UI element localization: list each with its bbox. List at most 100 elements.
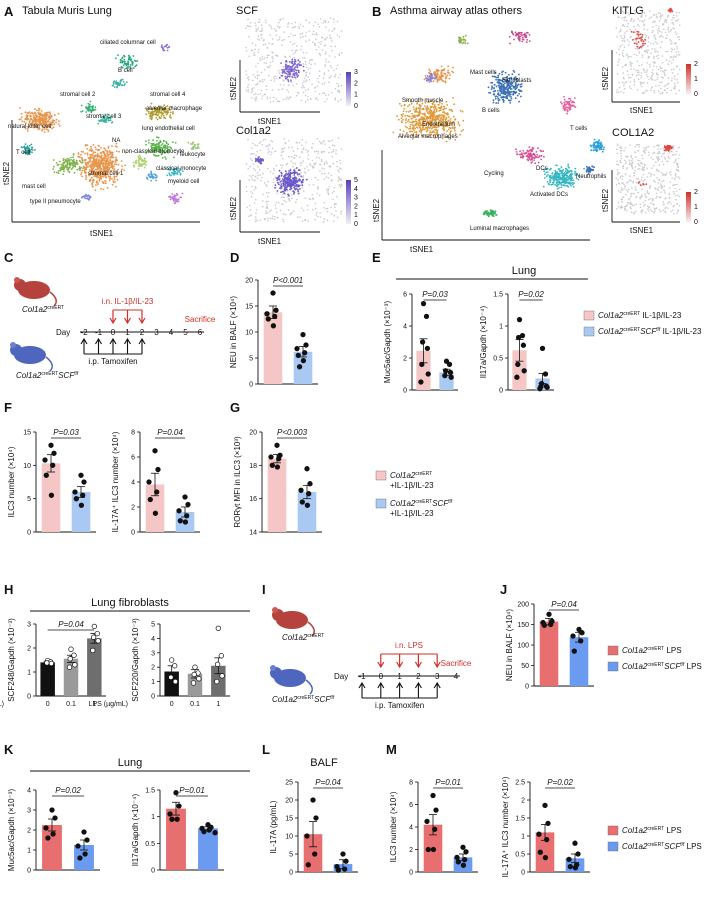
tsne-a-point — [49, 121, 51, 123]
col1a2-point — [284, 184, 287, 187]
col1a2-point — [262, 193, 264, 196]
tsne-a-point — [85, 106, 88, 109]
col1a2-point — [281, 151, 283, 153]
tsne-a-point — [174, 202, 177, 205]
tsne-b-point — [554, 169, 557, 172]
kitlg-point — [623, 87, 626, 90]
tsne-b-point — [457, 123, 460, 125]
tsne-b-point — [408, 121, 411, 123]
tsne-a-point — [63, 166, 66, 168]
tsne-a-point — [148, 173, 150, 176]
tsne-b-point — [572, 186, 575, 188]
col1a2-point — [326, 207, 329, 210]
kitlg-point — [677, 18, 679, 21]
kitlg-point — [643, 81, 645, 84]
col1a2-point — [271, 147, 274, 150]
kitlg-point — [672, 16, 674, 19]
tsne-a-point — [91, 107, 94, 109]
kitlg-point — [624, 64, 626, 66]
tsne-a-point — [29, 114, 32, 117]
col1a2-point — [323, 163, 326, 166]
scf-point — [283, 55, 286, 58]
col1a2h-point — [626, 209, 628, 212]
scf-point — [265, 62, 268, 65]
col1a2-point — [298, 173, 301, 176]
scf-point — [266, 98, 269, 100]
scf-point — [308, 78, 311, 81]
tsne-a-point — [92, 108, 95, 111]
tsne-b-point — [563, 172, 566, 174]
tsne-b-point — [558, 168, 561, 170]
kitlg-point — [655, 13, 657, 16]
tsne-a-point — [156, 118, 159, 121]
tsne-a-point — [83, 169, 86, 171]
col1a2-point — [260, 162, 263, 165]
tsne-a-point — [152, 113, 155, 115]
tsne-a-point — [87, 194, 90, 197]
tsne-b-point — [438, 116, 441, 118]
col1a2-point — [285, 176, 288, 179]
tsne-b-point — [433, 119, 435, 121]
tsne-a-point — [79, 169, 81, 172]
scf-point — [305, 72, 307, 74]
kitlg-point — [629, 61, 631, 63]
tsne-a-point — [40, 117, 43, 120]
kitlg-point — [668, 30, 670, 33]
tsne-b-point — [436, 129, 439, 132]
tsne-b-cluster-label: Neutrophils — [576, 174, 606, 180]
tsne-a-point — [104, 168, 106, 171]
tsne-a-ylabel: tSNE2 — [2, 161, 11, 185]
kitlg-point — [629, 81, 632, 83]
tsne-b-point — [550, 183, 553, 186]
tsne-b-point — [508, 73, 510, 76]
col1a2-point — [323, 202, 326, 204]
scf-point — [335, 67, 338, 70]
col1a2-point — [314, 218, 316, 221]
col1a2-point — [295, 155, 298, 157]
scf-point — [270, 79, 273, 81]
tsne-a-point — [37, 109, 40, 112]
kitlg-point — [649, 65, 651, 68]
tsne-a-point — [127, 54, 130, 57]
tsne-b-point — [413, 108, 415, 111]
col1a2-point — [288, 200, 291, 202]
scf-point — [304, 60, 307, 63]
tsne-b-point — [511, 84, 514, 87]
kitlg-point — [668, 60, 671, 62]
scf-point — [333, 21, 335, 24]
tsne-b-point — [424, 77, 427, 80]
tsne-b-point — [549, 177, 552, 179]
scf-point — [287, 73, 289, 76]
tsne-b-point — [442, 114, 445, 117]
col1a2-point — [252, 142, 254, 145]
scf-point — [321, 83, 324, 85]
kitlg-point — [615, 27, 618, 29]
kitlg-point — [650, 89, 652, 91]
tsne-b-point — [566, 100, 569, 103]
tsne-a-point — [53, 114, 56, 116]
col1a2-point — [316, 192, 319, 195]
tsne-a-point — [97, 122, 100, 125]
col1a2-point — [282, 218, 284, 221]
tsne-b-point — [397, 118, 400, 121]
col1a2-point — [268, 143, 271, 146]
tsne-a-point — [104, 175, 107, 177]
col1a2h-point — [633, 212, 635, 215]
scf-point — [263, 93, 266, 96]
col1a2-point — [313, 162, 315, 165]
scf-point — [263, 62, 266, 64]
col1a2-point — [281, 203, 284, 205]
scf-point — [329, 17, 332, 19]
kitlg-point — [644, 50, 647, 53]
tsne-b-point — [411, 112, 413, 115]
tsne-a-point — [34, 111, 36, 114]
tsne-a-point — [56, 164, 59, 166]
tsne-b-point — [593, 166, 595, 169]
scf-point — [272, 96, 275, 99]
col1a2-point — [325, 188, 328, 191]
scf-point — [251, 90, 254, 92]
tsne-b-cluster-label: T cells — [570, 126, 587, 132]
tsne-b-point — [433, 104, 436, 106]
col1a2-point — [256, 171, 259, 174]
tsne-b-point — [570, 176, 573, 179]
